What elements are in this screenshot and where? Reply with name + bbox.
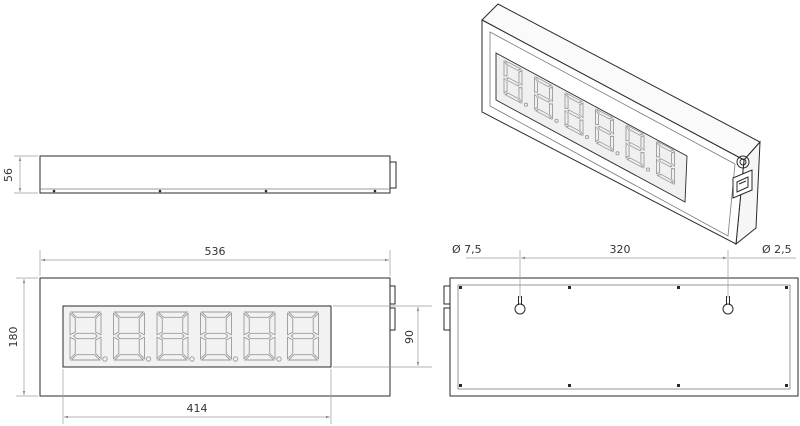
depth-dimension-label: 56 (2, 168, 15, 182)
digit-4 (200, 311, 232, 361)
digit-2 (113, 311, 145, 361)
decimal-point-2 (145, 356, 152, 362)
digit-6 (656, 140, 675, 185)
digit-5 (625, 124, 645, 169)
digit-6 (287, 311, 319, 361)
decimal-point-5 (645, 167, 651, 172)
connector-round-icon (736, 155, 750, 169)
front-view: 536 180 414 90 (7, 245, 432, 424)
front-digit-group (69, 311, 319, 362)
digit-1 (69, 311, 102, 361)
isometric-view (481, 3, 761, 246)
mount-hole-left (514, 303, 526, 315)
hole-spacing-dimension-label: 320 (610, 243, 631, 256)
decimal-point-5 (276, 356, 282, 362)
rear-view: 320 Ø 7,5 Ø 2,5 (443, 243, 799, 397)
digit-4 (595, 108, 614, 153)
decimal-point-4 (615, 151, 620, 156)
top-view: 56 (2, 155, 397, 194)
digit-3 (564, 92, 584, 137)
decimal-point-3 (584, 135, 590, 140)
decimal-point-2 (554, 118, 559, 123)
digit-3 (156, 311, 189, 361)
decimal-point-1 (523, 102, 529, 107)
mount-hole-right (722, 303, 734, 315)
hole-right-diameter-label: Ø 2,5 (762, 243, 792, 256)
height-dimension-label: 180 (7, 327, 20, 348)
iso-digit-group (503, 59, 675, 185)
digits-height-dimension-label: 90 (403, 330, 416, 344)
hole-left-diameter-label: Ø 7,5 (452, 243, 482, 256)
digit-5 (243, 311, 276, 361)
width-dimension-label: 536 (205, 245, 226, 258)
decimal-point-3 (189, 356, 195, 362)
decimal-point-4 (232, 356, 239, 362)
decimal-point-1 (102, 356, 108, 362)
digit-2 (534, 75, 553, 121)
digit-window (62, 305, 332, 368)
digits-width-dimension-label: 414 (187, 402, 208, 415)
digit-1 (503, 59, 523, 104)
